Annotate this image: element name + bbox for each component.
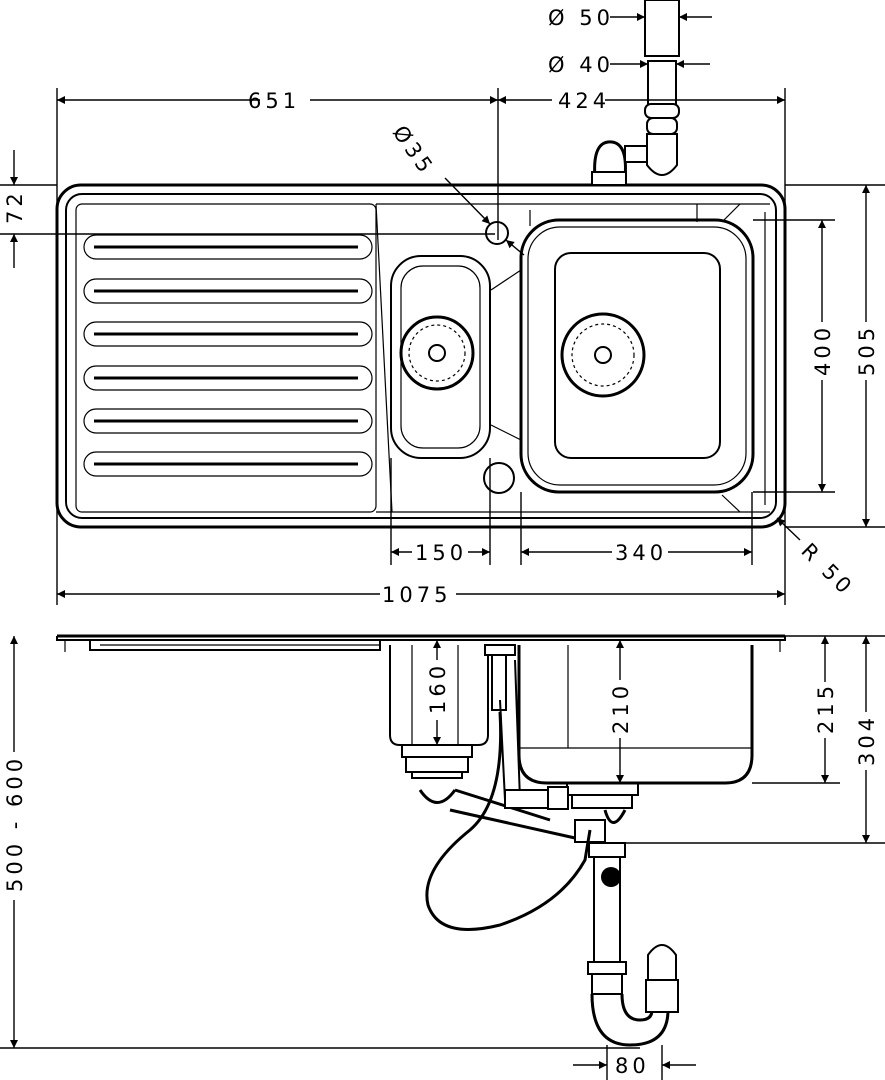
dim-160: 160 bbox=[426, 662, 450, 714]
top-view: 651 424 Ø 50 Ø 40 Ø35 72 505 400 bbox=[0, 0, 885, 607]
tap-hole bbox=[485, 221, 509, 245]
dim-80: 80 bbox=[615, 1054, 650, 1078]
drainer-rib bbox=[83, 321, 373, 347]
dim-215: 215 bbox=[814, 682, 838, 734]
sink-rim-inner bbox=[65, 193, 777, 519]
dim-72: 72 bbox=[3, 189, 27, 224]
dim-304: 304 bbox=[855, 714, 879, 766]
dim-651: 651 bbox=[248, 89, 300, 113]
overflow-hole bbox=[483, 462, 515, 494]
overflow-hose bbox=[425, 711, 592, 931]
dim-505: 505 bbox=[855, 324, 879, 376]
waste-fittings bbox=[425, 644, 679, 1047]
small-bowl-profile bbox=[389, 645, 489, 804]
drainer-area bbox=[75, 203, 377, 513]
small-bowl bbox=[390, 255, 491, 459]
dim-210: 210 bbox=[609, 682, 633, 734]
drainer-ribs bbox=[83, 234, 373, 477]
side-view: 500 - 600 160 210 215 304 80 bbox=[0, 634, 885, 1080]
dim-340: 340 bbox=[615, 541, 667, 565]
dim-diameter-40: Ø 40 bbox=[548, 53, 614, 77]
dim-500-600: 500 - 600 bbox=[3, 755, 27, 892]
drainer-rib bbox=[83, 365, 373, 391]
trap-bend bbox=[590, 993, 670, 1047]
dim-400: 400 bbox=[811, 324, 835, 376]
main-bowl-profile bbox=[517, 645, 754, 809]
waste-pipe-top bbox=[591, 0, 680, 186]
dim-1075: 1075 bbox=[382, 583, 451, 607]
dim-tap-hole-diameter-35: Ø35 bbox=[388, 121, 439, 180]
drainer-rib bbox=[83, 408, 373, 434]
drainer-rib bbox=[83, 234, 373, 260]
main-bowl bbox=[519, 218, 755, 494]
dim-radius-50: R 50 bbox=[796, 539, 858, 601]
drainer-rib bbox=[83, 451, 373, 477]
dim-150: 150 bbox=[415, 541, 467, 565]
dim-424: 424 bbox=[558, 89, 610, 113]
drainer-rib bbox=[83, 278, 373, 304]
dim-diameter-50: Ø 50 bbox=[548, 6, 614, 30]
